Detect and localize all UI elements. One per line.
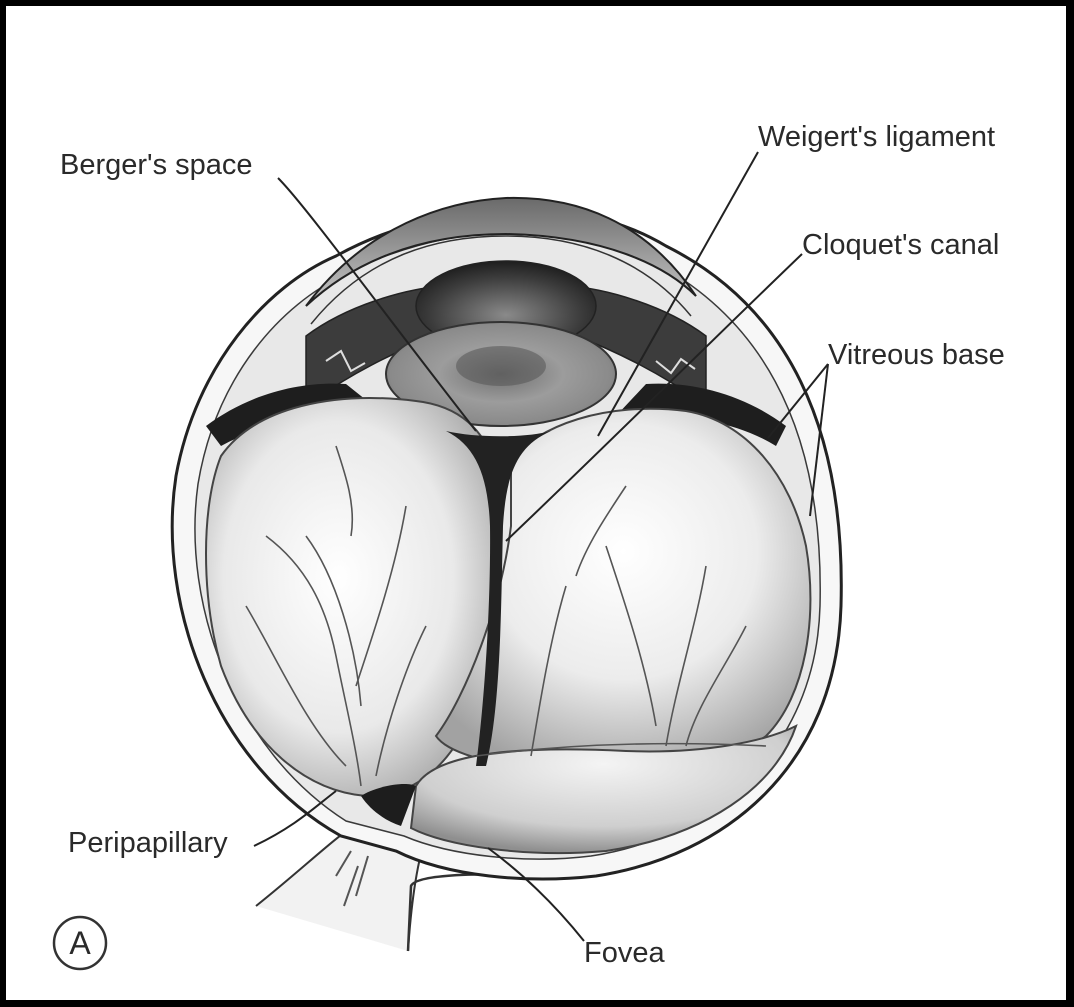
label-cloquets-canal: Cloquet's canal bbox=[802, 229, 999, 261]
label-fovea: Fovea bbox=[584, 937, 665, 969]
panel-letter-badge: A bbox=[54, 917, 106, 969]
label-peripapillary: Peripapillary bbox=[68, 827, 228, 859]
panel-letter: A bbox=[69, 925, 91, 961]
figure-panel: Berger's space Weigert's ligament Cloque… bbox=[6, 6, 1066, 1000]
eye-cross-section-illustration: Berger's space Weigert's ligament Cloque… bbox=[6, 6, 1066, 1000]
label-weigerts-ligament: Weigert's ligament bbox=[758, 121, 995, 153]
label-vitreous-base: Vitreous base bbox=[828, 339, 1005, 371]
label-bergers-space: Berger's space bbox=[60, 149, 253, 181]
